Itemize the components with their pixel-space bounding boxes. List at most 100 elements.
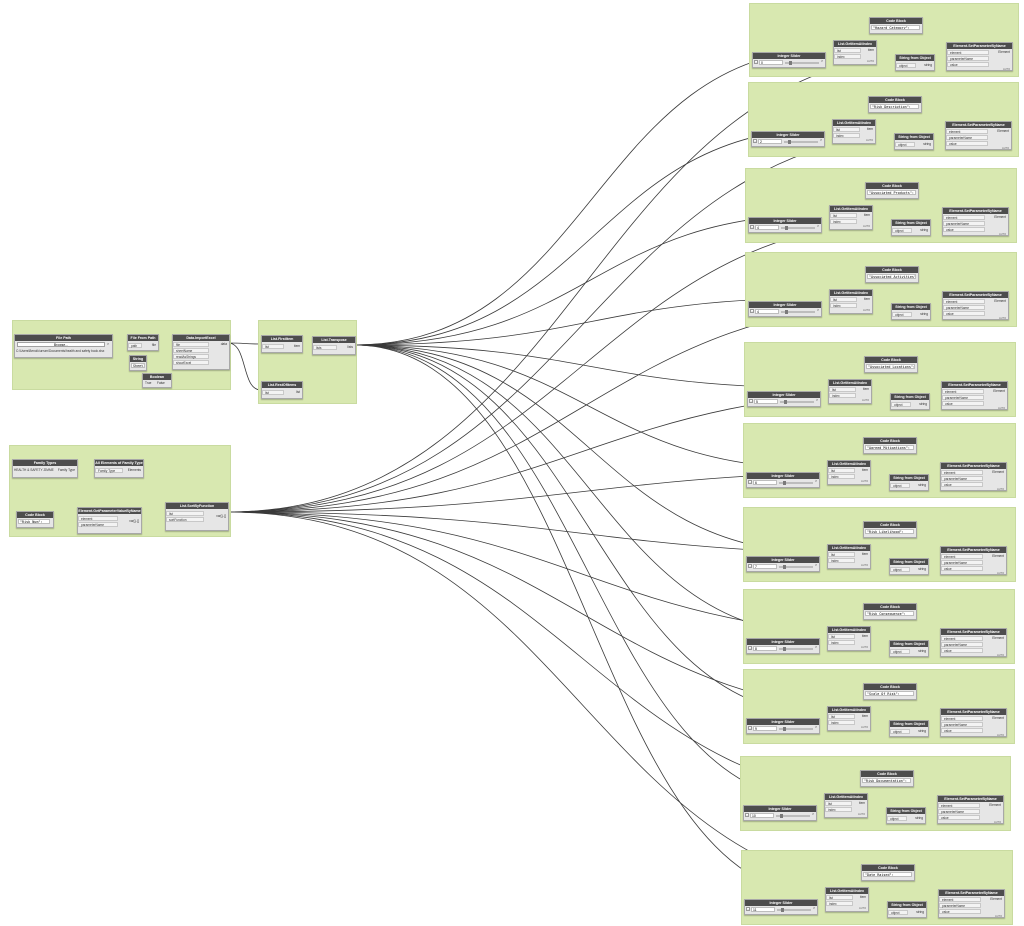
- integer-slider-node[interactable]: Integer Slider›6>: [746, 472, 820, 488]
- input-port-value[interactable]: value: [941, 648, 983, 653]
- input-port-parametername[interactable]: parameterName: [941, 560, 983, 565]
- output-port-element[interactable]: Element: [990, 897, 1002, 901]
- code-block-node[interactable]: Code Block"Scale Of Risk";: [863, 683, 917, 700]
- string-node[interactable]: String Sheet1: [129, 355, 147, 371]
- slider-track[interactable]: [779, 648, 813, 650]
- family-types-node[interactable]: Family Types HEALTH & SAFETY ZIMMER Fami…: [12, 459, 78, 478]
- slider-thumb[interactable]: [788, 140, 791, 144]
- input-port-list[interactable]: list: [828, 714, 855, 719]
- slider-thumb[interactable]: [785, 310, 788, 314]
- integer-slider-node[interactable]: Integer Slider›4>: [748, 301, 822, 317]
- input-port-element[interactable]: element: [942, 389, 984, 394]
- slider-track[interactable]: [776, 815, 810, 817]
- string-value-field[interactable]: Sheet1: [131, 363, 145, 368]
- input-port-value[interactable]: value: [939, 909, 981, 914]
- slider-thumb[interactable]: [780, 814, 783, 818]
- output-port-element[interactable]: Element: [993, 389, 1005, 393]
- output-arrow-icon[interactable]: >: [107, 342, 109, 346]
- output-port-data[interactable]: data: [220, 342, 227, 346]
- input-port-list[interactable]: list: [828, 634, 855, 639]
- input-port-index[interactable]: index: [830, 219, 857, 224]
- slider-value[interactable]: 7: [753, 564, 777, 569]
- input-port-object[interactable]: object: [892, 312, 912, 317]
- code-block-left-node[interactable]: Code Block "Risk Num";: [16, 511, 54, 528]
- expand-chevron-icon[interactable]: ›: [748, 726, 752, 730]
- slider-track[interactable]: [784, 141, 818, 143]
- input-port-value[interactable]: value: [943, 311, 985, 316]
- output-port-element[interactable]: Element: [997, 129, 1009, 133]
- input-port-showexcel[interactable]: showExcel: [173, 360, 209, 365]
- output-arrow-icon[interactable]: >: [816, 398, 818, 402]
- input-port-value[interactable]: value: [942, 401, 984, 406]
- output-port-string[interactable]: string: [918, 483, 926, 487]
- output-port-item[interactable]: item: [862, 387, 869, 391]
- slider-value[interactable]: 4: [755, 309, 779, 314]
- output-port-item[interactable]: item: [863, 213, 870, 217]
- slider-thumb[interactable]: [783, 565, 786, 569]
- output-arrow-icon[interactable]: >: [817, 308, 819, 312]
- slider-thumb[interactable]: [783, 727, 786, 731]
- code-block-node[interactable]: Code Block"Risk Documentation";: [860, 770, 914, 787]
- input-port-list[interactable]: list: [826, 895, 853, 900]
- expand-chevron-icon[interactable]: ›: [754, 60, 758, 64]
- slider-value[interactable]: 10: [750, 813, 774, 818]
- code-block-node[interactable]: Code Block"Date Raised";: [861, 864, 915, 881]
- expand-chevron-icon[interactable]: ›: [750, 225, 754, 229]
- input-port-value[interactable]: value: [946, 141, 988, 146]
- input-port-object[interactable]: object: [888, 910, 908, 915]
- code-editor[interactable]: "Associated Products";: [867, 190, 916, 195]
- wire-import-to-restofitems[interactable]: [227, 342, 262, 391]
- output-port-element[interactable]: Element: [992, 716, 1004, 720]
- slider-thumb[interactable]: [784, 400, 787, 404]
- input-port-list[interactable]: list: [833, 127, 860, 132]
- code-editor[interactable]: "Risk Documentation";: [862, 778, 911, 783]
- family-type-dropdown[interactable]: HEALTH & SAFETY ZIMMER: [14, 468, 54, 472]
- slider-value[interactable]: 0: [759, 60, 783, 65]
- input-port-index[interactable]: index: [826, 901, 853, 906]
- output-port-item[interactable]: item: [293, 344, 300, 348]
- output-port-elements[interactable]: Elements: [127, 468, 141, 472]
- input-port-object[interactable]: object: [895, 142, 915, 147]
- code-block-node[interactable]: Code Block"Associated Activities";: [865, 266, 919, 283]
- output-port-string[interactable]: string: [915, 816, 923, 820]
- input-port-parametername[interactable]: parameterName: [946, 135, 988, 140]
- output-port-var[interactable]: var[]..[]: [129, 519, 139, 523]
- slider-thumb[interactable]: [783, 481, 786, 485]
- input-port-element[interactable]: element: [938, 803, 980, 808]
- code-editor[interactable]: "Hazard Category";: [871, 25, 920, 30]
- expand-chevron-icon[interactable]: ›: [748, 480, 752, 484]
- input-port-lists[interactable]: lists: [313, 345, 337, 350]
- output-port-string[interactable]: string: [918, 649, 926, 653]
- integer-slider-node[interactable]: Integer Slider›8>: [746, 638, 820, 654]
- code-block-node[interactable]: Code Block"Associated Locations";: [864, 356, 918, 373]
- slider-track[interactable]: [781, 227, 815, 229]
- input-port-parametername[interactable]: parameterName: [943, 221, 985, 226]
- input-port-parametername[interactable]: parameterName: [941, 476, 983, 481]
- input-port-element[interactable]: element: [943, 215, 985, 220]
- input-port-parametername[interactable]: parameterName: [939, 903, 981, 908]
- input-port-list[interactable]: list: [830, 213, 857, 218]
- input-port-list[interactable]: list: [829, 387, 856, 392]
- output-port-string[interactable]: string: [923, 142, 931, 146]
- code-block-node[interactable]: Code Block"Risk Likelihood";: [863, 521, 917, 538]
- integer-slider-node[interactable]: Integer Slider›9>: [746, 718, 820, 734]
- output-port-element[interactable]: Element: [989, 803, 1001, 807]
- wire-import-to-firstitem[interactable]: [227, 342, 262, 345]
- slider-track[interactable]: [779, 728, 813, 730]
- expand-chevron-icon[interactable]: ›: [749, 399, 753, 403]
